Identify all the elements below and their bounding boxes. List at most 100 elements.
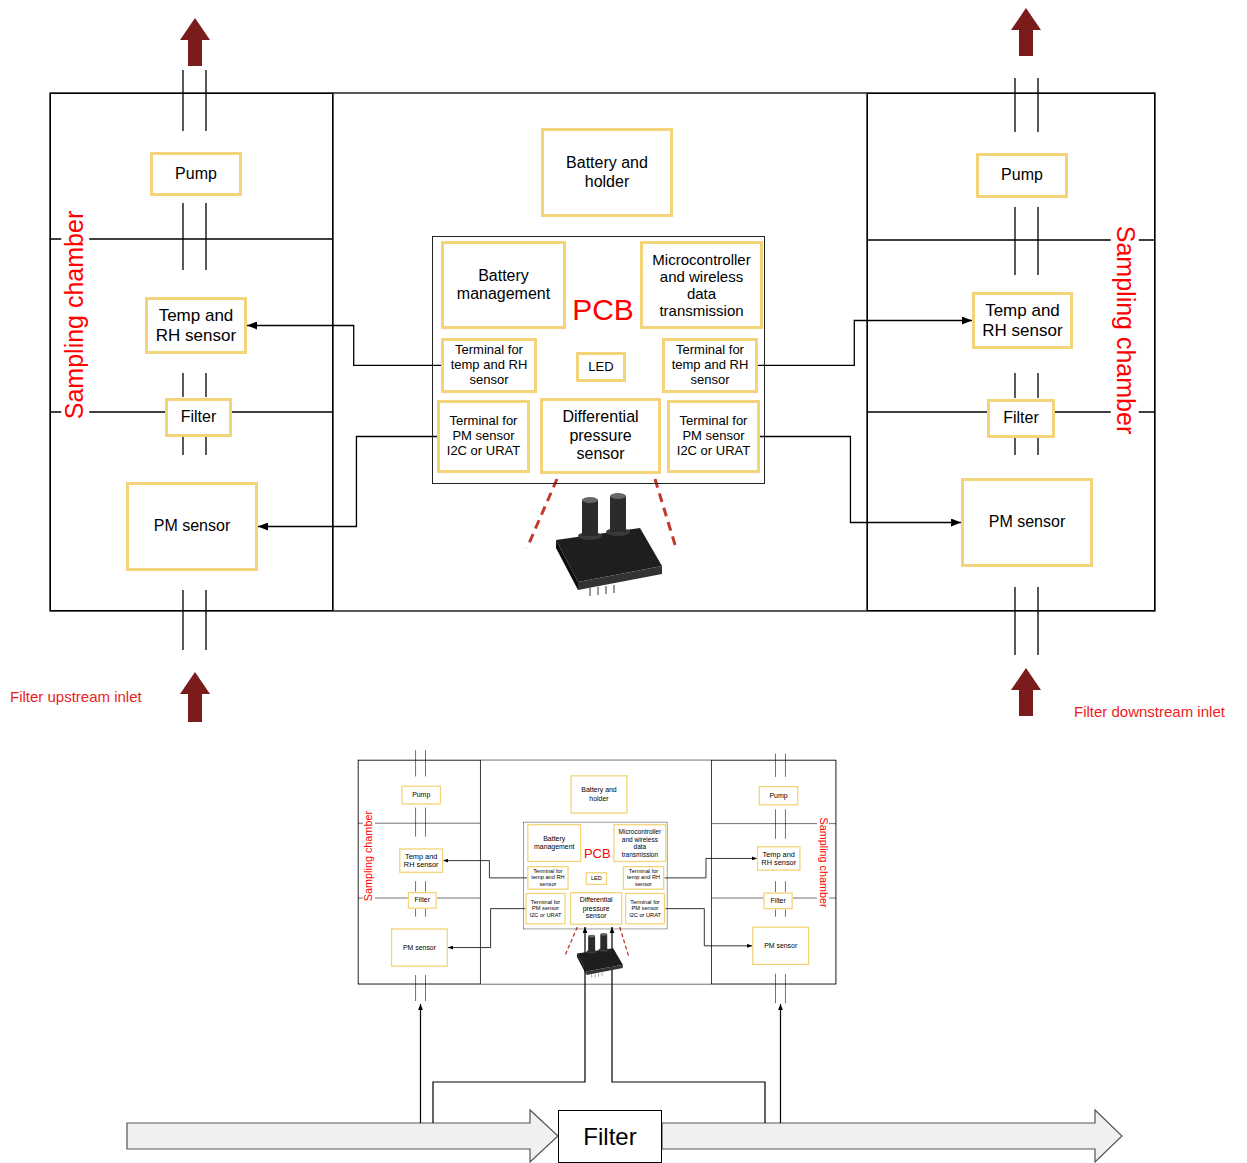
component-label: Filter bbox=[415, 896, 430, 904]
component-box: Terminal for PM sensor I2C or URAT bbox=[525, 893, 565, 925]
component-label: Filter bbox=[181, 408, 217, 426]
pcb-board: PCB Battery management Microcontroller and… bbox=[432, 236, 765, 484]
component-box: Terminal for PM sensor I2C or URAT bbox=[625, 893, 665, 925]
component-label: Pump bbox=[412, 791, 430, 799]
component-box: Terminal for temp and RH sensor bbox=[623, 866, 665, 890]
filter-label: Filter bbox=[583, 1123, 636, 1151]
sampling-line bbox=[420, 1004, 421, 1123]
component-box: Battery and holder bbox=[570, 775, 627, 814]
connector-arrow bbox=[247, 326, 441, 366]
sampling-chamber: Sampling chamberPumpTemp and RH sensorFi… bbox=[358, 760, 480, 984]
component-box: Pump bbox=[401, 786, 441, 805]
filter-box: Filter bbox=[558, 1110, 662, 1163]
inlet-label: Filter upstream inlet bbox=[10, 689, 142, 706]
component-box: Terminal for temp and RH sensor bbox=[662, 338, 758, 393]
duct-flow-arrow bbox=[127, 1110, 558, 1162]
component-label: Microcontroller and wireless data transm… bbox=[647, 251, 756, 320]
nozzle-top bbox=[582, 497, 598, 503]
chamber-label: Sampling chamber bbox=[61, 208, 89, 422]
component-label: Terminal for PM sensor I2C or URAT bbox=[628, 899, 662, 918]
pressure-sensor-photo bbox=[556, 493, 662, 596]
component-label: Battery management bbox=[530, 835, 578, 851]
component-label: Terminal for PM sensor I2C or URAT bbox=[528, 899, 562, 918]
component-label: PM sensor bbox=[764, 942, 797, 950]
component-box: PM sensor bbox=[126, 482, 258, 571]
sensor-nozzle bbox=[610, 496, 626, 532]
component-label: PM sensor bbox=[403, 944, 436, 952]
chamber-frame bbox=[358, 750, 836, 1003]
partition-line bbox=[50, 239, 1155, 412]
component-label: Temp and RH sensor bbox=[760, 850, 798, 867]
sampling-line bbox=[780, 1004, 781, 1123]
component-box: Pump bbox=[759, 786, 799, 805]
component-label: Terminal for PM sensor I2C or URAT bbox=[674, 414, 753, 459]
component-box: Filter bbox=[987, 399, 1055, 438]
component-label: Temp and RH sensor bbox=[402, 852, 440, 869]
connector-arrow bbox=[448, 909, 525, 948]
component-box: LED bbox=[576, 352, 626, 382]
component-box: Temp and RH sensor bbox=[145, 297, 247, 354]
component-label: Terminal for temp and RH sensor bbox=[530, 868, 565, 887]
sampling-line bbox=[612, 927, 765, 1123]
component-label: Filter bbox=[770, 897, 785, 905]
sensor-side bbox=[556, 540, 578, 590]
pcb-label: PCB bbox=[572, 295, 634, 325]
component-box: Microcontroller and wireless data transm… bbox=[613, 824, 666, 862]
pcb-label: PCB bbox=[584, 847, 611, 860]
component-label: Temp and RH sensor bbox=[979, 301, 1066, 340]
sampling-line bbox=[433, 927, 585, 1123]
component-box: Microcontroller and wireless data transm… bbox=[640, 241, 763, 329]
flow-arrow bbox=[1011, 668, 1041, 716]
component-label: PM sensor bbox=[989, 513, 1065, 531]
connector-arrow bbox=[258, 437, 437, 527]
connector-arrow bbox=[758, 321, 972, 366]
component-box: Filter bbox=[165, 398, 232, 437]
component-box: Pump bbox=[150, 152, 242, 196]
chamber-frame bbox=[50, 70, 1155, 655]
component-box: Filter bbox=[763, 892, 792, 909]
component-label: Microcontroller and wireless data transm… bbox=[616, 828, 663, 858]
inlet-label: Filter downstream inlet bbox=[1074, 704, 1225, 721]
connector-arrow bbox=[443, 861, 527, 878]
component-box: Differential pressure sensor bbox=[570, 892, 622, 925]
component-label: PM sensor bbox=[154, 517, 230, 535]
component-label: Pump bbox=[1001, 166, 1043, 184]
component-box: Differential pressure sensor bbox=[540, 398, 661, 474]
component-box: Temp and RH sensor bbox=[972, 292, 1073, 349]
component-label: Filter bbox=[1003, 409, 1039, 427]
component-box: Terminal for temp and RH sensor bbox=[441, 338, 537, 393]
housing-outline bbox=[50, 93, 1155, 611]
component-label: Differential pressure sensor bbox=[547, 408, 654, 463]
duct-flow-arrow bbox=[662, 1110, 1122, 1162]
component-label: Pump bbox=[769, 792, 787, 800]
component-label: Terminal for temp and RH sensor bbox=[626, 868, 661, 887]
sampling-chamber: Sampling chamber PumpTemp and RH sensorFi… bbox=[711, 760, 836, 984]
component-label: Temp and RH sensor bbox=[152, 306, 240, 345]
sampling-chamber: Sampling chamber PumpTemp and RH sensorFi… bbox=[867, 93, 1155, 611]
component-box: Temp and RH sensor bbox=[757, 846, 801, 871]
flow-arrow bbox=[180, 18, 210, 66]
component-box: LED bbox=[586, 872, 608, 885]
pcb-board: PCB Battery management Microcontroller and… bbox=[523, 822, 667, 929]
component-label: Terminal for PM sensor I2C or URAT bbox=[444, 414, 523, 459]
chamber-label: Sampling chamber bbox=[1111, 223, 1139, 437]
component-label: Terminal for temp and RH sensor bbox=[448, 343, 530, 388]
sensor-pins bbox=[590, 585, 614, 596]
component-label: Battery management bbox=[448, 267, 559, 304]
component-box: Terminal for PM sensor I2C or URAT bbox=[667, 400, 760, 473]
sensor-nozzle bbox=[582, 500, 598, 536]
connector-arrow bbox=[760, 437, 961, 523]
component-box: PM sensor bbox=[752, 927, 809, 966]
component-label: Differential pressure sensor bbox=[573, 896, 619, 920]
component-box: Battery management bbox=[527, 824, 581, 862]
connector-arrow bbox=[665, 909, 752, 946]
component-label: Battery and holder bbox=[548, 154, 666, 191]
chamber-label: Sampling chamber bbox=[817, 816, 829, 909]
component-label: Pump bbox=[175, 165, 217, 183]
component-label: Battery and holder bbox=[573, 786, 624, 802]
flow-arrow bbox=[1011, 8, 1041, 56]
flow-arrow bbox=[180, 672, 210, 722]
thumbnail-diagram: Sampling chamber PumpTemp and RH sensorFi… bbox=[336, 720, 875, 1023]
component-box: PM sensor bbox=[391, 928, 448, 967]
